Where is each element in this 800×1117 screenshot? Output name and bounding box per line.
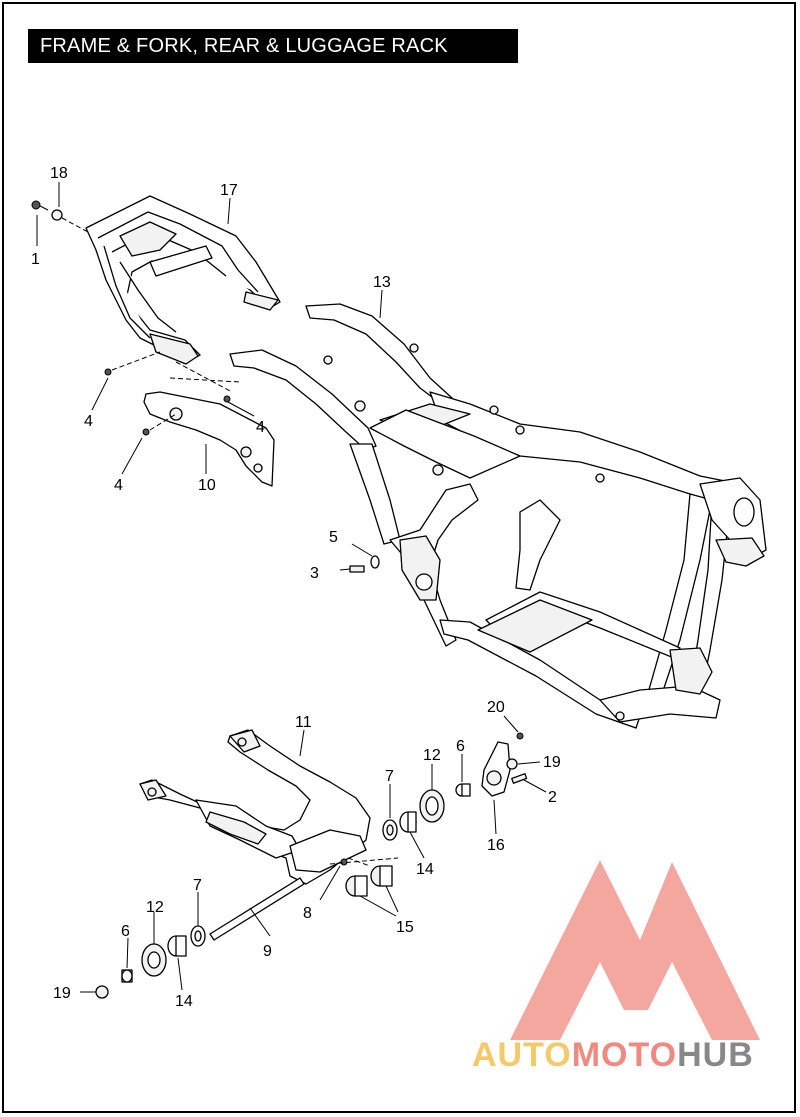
callout-7-lower: 7 bbox=[193, 877, 202, 894]
bushings-part-15 bbox=[329, 857, 399, 917]
bushing-part-14-upper bbox=[399, 811, 417, 833]
bracket-part-16 bbox=[481, 741, 511, 797]
bolt-part-3 bbox=[339, 565, 365, 573]
swingarm-part-11 bbox=[139, 729, 371, 885]
bearing-part-7-lower bbox=[190, 925, 206, 947]
pivot-shaft-part-9 bbox=[209, 877, 305, 941]
cap-part-19-upper bbox=[506, 758, 518, 770]
callout-12-lower: 12 bbox=[146, 899, 164, 916]
callout-4-c: 4 bbox=[114, 477, 123, 494]
watermark-word-hub: HUB bbox=[677, 1036, 754, 1074]
watermark-word-moto: MOTO bbox=[571, 1036, 678, 1074]
watermark-word-auto: AUTO bbox=[472, 1036, 572, 1074]
callout-12-upper: 12 bbox=[423, 747, 441, 764]
bearing-housing-part-12-upper bbox=[419, 789, 445, 823]
frame-part-13 bbox=[229, 303, 767, 729]
callout-4-a: 4 bbox=[84, 413, 93, 430]
callout-17: 17 bbox=[220, 182, 238, 199]
callout-6-upper: 6 bbox=[456, 738, 465, 755]
callout-19-lower: 19 bbox=[53, 985, 71, 1002]
callout-14-lower: 14 bbox=[175, 993, 193, 1010]
callout-4-b: 4 bbox=[256, 419, 265, 436]
callout-13: 13 bbox=[373, 274, 391, 291]
callout-8: 8 bbox=[303, 905, 312, 922]
callout-labels: 1 18 17 13 4 4 4 10 5 3 11 20 12 6 7 19 … bbox=[31, 165, 561, 1010]
side-plate-part-10 bbox=[143, 391, 275, 487]
nut-part-18 bbox=[51, 209, 89, 233]
screw-part-1 bbox=[31, 200, 49, 211]
bushing-part-6-lower bbox=[121, 969, 133, 983]
cap-part-19-lower bbox=[95, 985, 109, 999]
callout-18: 18 bbox=[50, 165, 68, 182]
washer-part-5 bbox=[351, 543, 380, 569]
screw-part-20 bbox=[503, 715, 524, 740]
bolt-part-2 bbox=[511, 773, 528, 784]
luggage-rack-part-17 bbox=[85, 195, 281, 365]
callout-10: 10 bbox=[198, 477, 216, 494]
bushing-part-14-lower bbox=[167, 935, 187, 957]
callout-16: 16 bbox=[487, 837, 505, 854]
page-title: FRAME & FORK, REAR & LUGGAGE RACK bbox=[28, 29, 518, 63]
bushing-part-6-upper bbox=[455, 783, 471, 797]
callout-20: 20 bbox=[487, 699, 505, 716]
bearing-housing-part-12-lower bbox=[141, 943, 167, 977]
mounting-screws-part-4 bbox=[104, 351, 241, 436]
leader-lines bbox=[36, 182, 547, 993]
callout-5: 5 bbox=[329, 529, 338, 546]
watermark-text: AUTOMOTOHUB bbox=[472, 1036, 754, 1075]
callout-2: 2 bbox=[548, 789, 557, 806]
callout-1: 1 bbox=[31, 251, 40, 268]
callout-6-lower: 6 bbox=[121, 923, 130, 940]
callout-11: 11 bbox=[295, 714, 312, 731]
callout-3: 3 bbox=[310, 565, 319, 582]
callout-15: 15 bbox=[396, 919, 414, 936]
callout-9: 9 bbox=[263, 943, 272, 960]
callout-7-upper: 7 bbox=[385, 768, 394, 785]
watermark-logo-icon bbox=[510, 860, 760, 1040]
callout-14-upper: 14 bbox=[416, 861, 434, 878]
callout-19-upper: 19 bbox=[543, 754, 561, 771]
bearing-part-7-upper bbox=[382, 819, 398, 841]
